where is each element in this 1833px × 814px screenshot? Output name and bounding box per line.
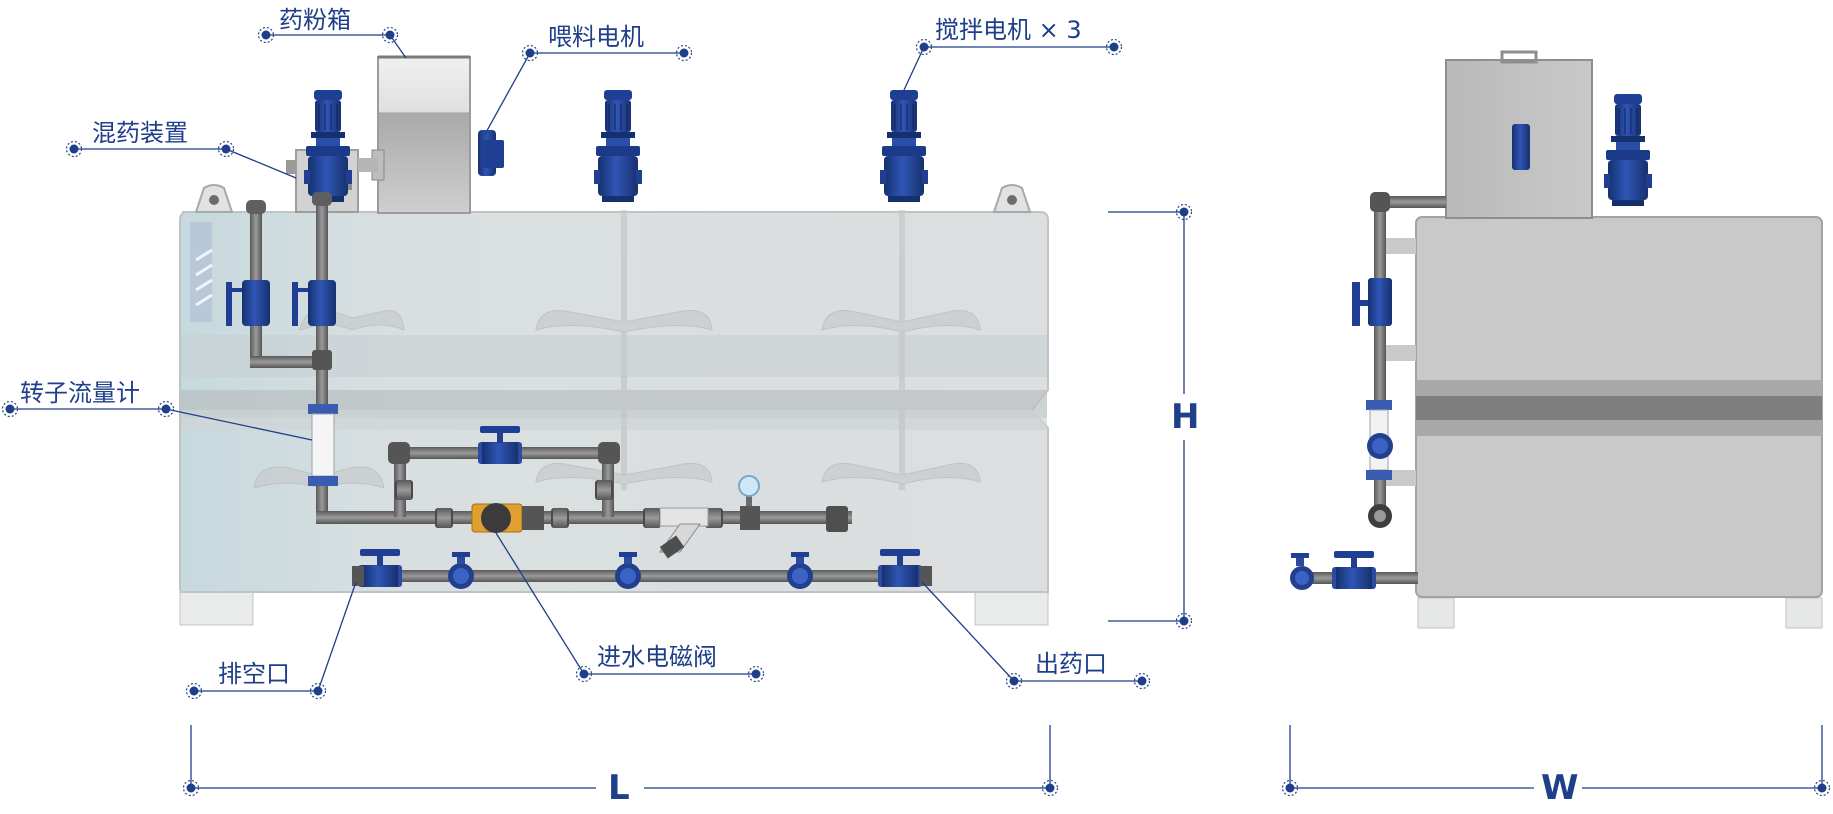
- stirring-motor-2: [879, 89, 929, 203]
- agitator-1: [535, 210, 713, 490]
- pressure-gauge: [738, 475, 760, 512]
- dimension-length: L: [608, 768, 630, 808]
- label-dosing-outlet: 出药口: [1035, 650, 1107, 678]
- tank-foot-left: [179, 590, 254, 626]
- side-feed-motor: [1512, 124, 1530, 170]
- label-rotameter: 转子流量计: [20, 379, 140, 407]
- powder-box: [371, 55, 471, 214]
- ball-valve-left: [226, 280, 270, 326]
- dimension-height: H: [1171, 397, 1200, 437]
- label-drain-port: 排空口: [218, 660, 290, 688]
- outlet-line: [352, 549, 932, 589]
- leader-lines: [10, 34, 1823, 789]
- y-strainer: [659, 507, 709, 559]
- label-mixing-device: 混药装置: [92, 119, 188, 147]
- mixing-motor: [303, 89, 353, 203]
- side-foot-right: [1785, 597, 1823, 629]
- front-view: [179, 55, 1049, 626]
- rotameter: [308, 404, 338, 486]
- feed-motor: [478, 130, 504, 176]
- label-stirring-motor: 搅拌电机 × 3: [935, 16, 1082, 44]
- side-tank-band: [1416, 396, 1822, 420]
- side-view: [1290, 50, 1823, 629]
- label-feed-motor: 喂料电机: [548, 23, 644, 51]
- inlet-solenoid-valve: [471, 503, 544, 533]
- label-powder-box: 药粉箱: [279, 6, 351, 34]
- agitator-2: [821, 210, 981, 490]
- tank-foot-right: [974, 590, 1049, 626]
- water-inlet-line: [316, 426, 852, 559]
- stirring-motor-1: [593, 89, 643, 203]
- dimension-width: W: [1541, 768, 1579, 808]
- side-foot-left: [1417, 597, 1455, 629]
- ball-valve-right: [292, 280, 336, 326]
- side-stirring-motor: [1603, 93, 1653, 207]
- side-piping: [1290, 192, 1446, 590]
- label-inlet-solenoid-valve: 进水电磁阀: [597, 643, 717, 671]
